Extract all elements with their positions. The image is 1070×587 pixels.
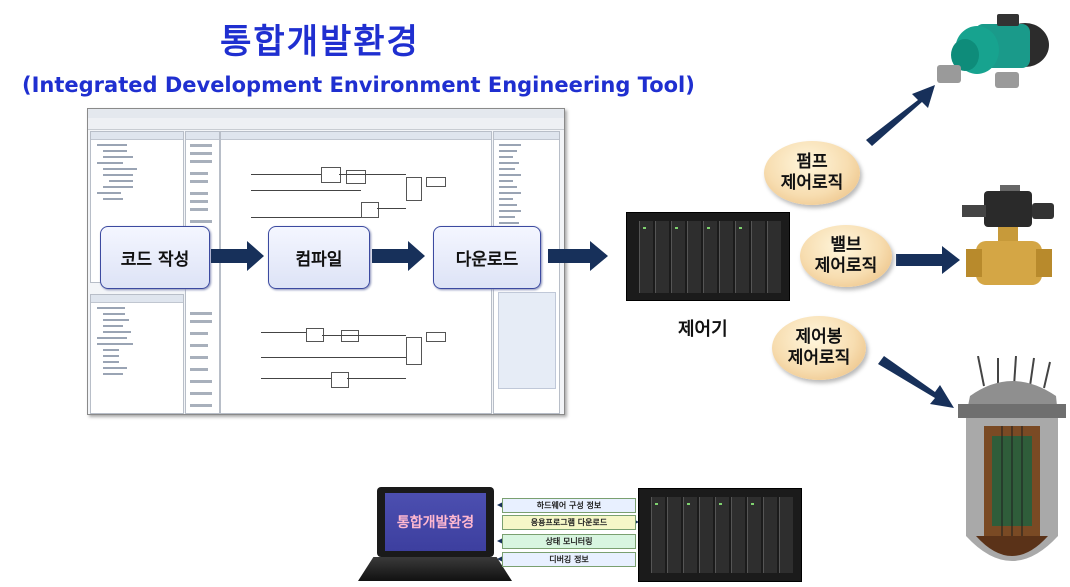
diagram-subtitle: (Integrated Development Environment Engi… — [22, 73, 695, 97]
link-app-download-label: 응용프로그램 다운로드 — [530, 518, 608, 527]
controller-rack-lower — [638, 488, 802, 582]
download-box: 다운로드 — [433, 226, 541, 289]
link-app-download: 응용프로그램 다운로드 — [502, 515, 636, 530]
rod-logic-bubble: 제어봉 제어로직 — [772, 316, 866, 380]
arrow-to-valve — [896, 246, 960, 274]
pump-icon — [937, 14, 1049, 88]
laptop-display: 통합개발환경 — [385, 493, 486, 551]
arrow-download-to-controller — [548, 241, 608, 271]
compile-box: 컴파일 — [268, 226, 370, 289]
pump-logic-bubble: 펌프 제어로직 — [764, 141, 860, 205]
controller-label: 제어기 — [678, 319, 728, 340]
laptop-keyboard — [358, 557, 512, 581]
reactor-vessel-icon — [958, 356, 1066, 561]
ide-toolbar — [88, 118, 564, 130]
laptop-screen-text: 통합개발환경 — [396, 515, 475, 531]
laptop: 통합개발환경 — [377, 487, 494, 557]
link-status-monitoring-label: 상태 모니터링 — [545, 537, 593, 546]
diagram-title: 통합개발환경 — [220, 22, 420, 62]
link-status-monitoring: 상태 모니터링 — [502, 534, 636, 549]
link-debug-info: 디버깅 정보 — [502, 552, 636, 567]
arrow-to-reactor — [878, 356, 954, 408]
valve-logic-bubble: 밸브 제어로직 — [800, 225, 892, 287]
link-debug-info-label: 디버깅 정보 — [549, 555, 589, 564]
code-write-box: 코드 작성 — [100, 226, 210, 289]
valve-icon — [962, 185, 1054, 285]
arrow-code-to-compile — [211, 241, 264, 271]
link-hw-config-label: 하드웨어 구성 정보 — [536, 501, 602, 510]
link-hw-config: 하드웨어 구성 정보 — [502, 498, 636, 513]
arrow-to-pump — [866, 85, 935, 146]
controller-rack — [626, 212, 790, 301]
ide-outline-pane — [90, 294, 184, 414]
arrow-compile-to-download — [372, 241, 425, 271]
